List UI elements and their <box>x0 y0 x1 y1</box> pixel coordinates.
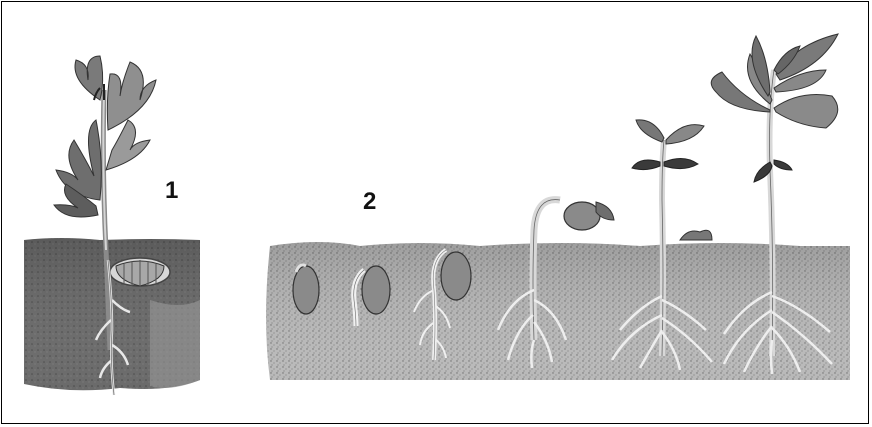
bean-stage-1-seed <box>293 265 319 314</box>
panel-1-label: 1 <box>165 177 178 205</box>
panel-2-label: 2 <box>363 188 376 216</box>
bean-germination-panel <box>266 34 850 380</box>
bean-small-sprout <box>680 230 712 240</box>
oak-seedling-panel <box>24 56 200 395</box>
acorn <box>110 258 170 287</box>
